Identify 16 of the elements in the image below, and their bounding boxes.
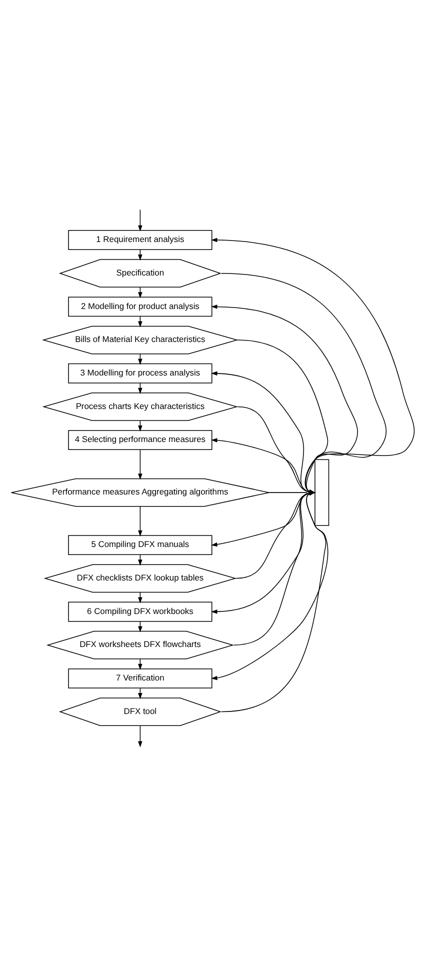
arrow	[211, 370, 315, 492]
arrow	[211, 304, 358, 492]
arrow	[211, 438, 315, 492]
node-box: 6 Compiling DFX workbooks	[68, 601, 212, 622]
node-box: 1 Requirement analysis	[68, 230, 212, 250]
arrow	[138, 448, 142, 480]
node-box: 2 Modelling for product analysis	[68, 296, 212, 316]
arrow	[138, 506, 142, 536]
arrow	[138, 724, 142, 747]
arrow	[138, 208, 142, 232]
arrow	[211, 237, 415, 492]
node-box: 4 Selecting performance measures	[68, 430, 212, 450]
node-bar	[314, 458, 330, 526]
node-box: 3 Modelling for process analysis	[68, 362, 212, 383]
node-box: 7 Verification	[68, 668, 212, 688]
node-box: 5 Compiling DFX manuals	[68, 534, 212, 555]
